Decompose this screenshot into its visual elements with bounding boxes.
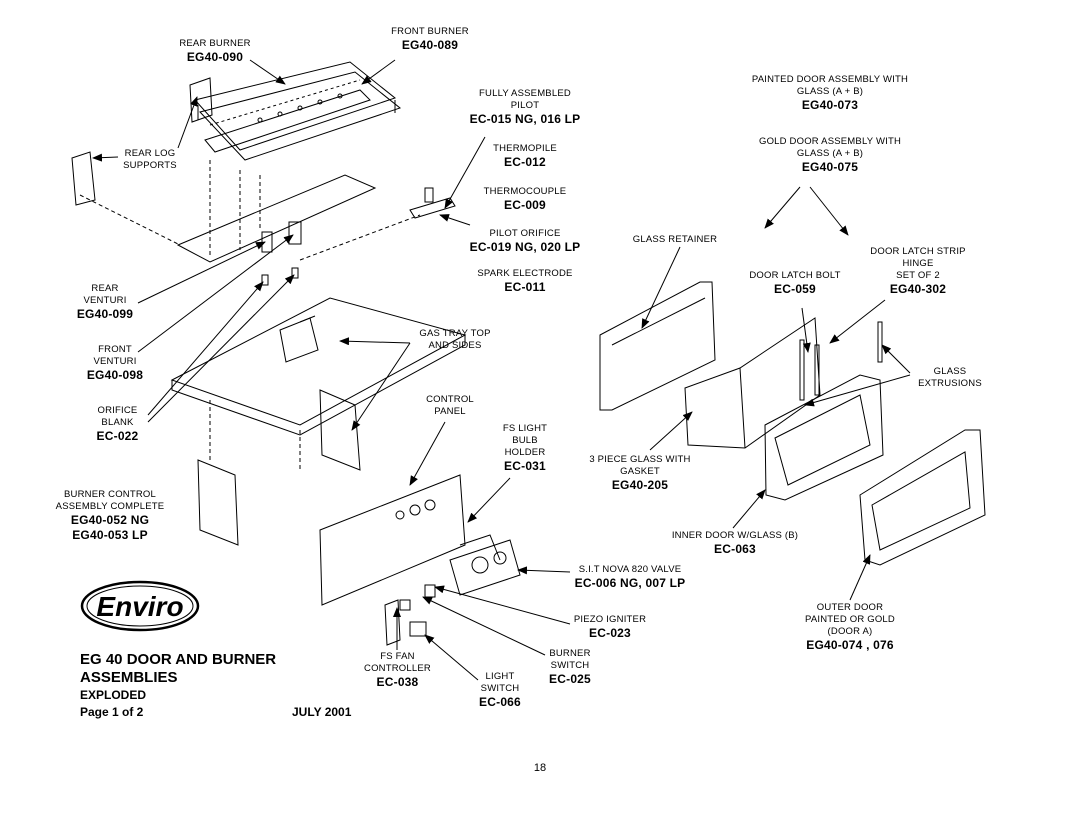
label-door-latch-bolt: DOOR LATCH BOLT EC-059: [749, 270, 841, 296]
switch-parts: [384, 584, 436, 646]
label-control-panel: CONTROL PANEL: [426, 394, 474, 417]
label-thermopile: THERMOPILE EC-012: [493, 143, 557, 169]
label-spark-electrode: SPARK ELECTRODE EC-011: [477, 268, 573, 294]
label-rear-venturi: REAR VENTURI EG40-099: [76, 283, 134, 321]
label-burner-control: BURNER CONTROL ASSEMBLY COMPLETE EG40-05…: [55, 489, 165, 542]
label-glass-extrusions: GLASS EXTRUSIONS: [918, 366, 982, 389]
label-front-burner: FRONT BURNER EG40-089: [391, 26, 469, 52]
burner-assembly: [189, 61, 402, 161]
burner-tray: [79, 160, 377, 263]
glass-retainer: [599, 281, 716, 411]
label-glass-retainer: GLASS RETAINER: [632, 234, 718, 245]
outer-door: [859, 429, 986, 566]
title-line-2: ASSEMBLIES: [80, 669, 178, 686]
label-door-latch-strip: DOOR LATCH STRIP HINGE SET OF 2 EG40-302: [870, 246, 966, 296]
svg-text:Enviro: Enviro: [96, 591, 183, 622]
valve-assembly: [449, 534, 521, 596]
page-indicator: Page 1 of 2: [80, 705, 144, 719]
rear-log-support: [71, 151, 96, 206]
label-rear-burner: REAR BURNER EG40-090: [179, 38, 251, 64]
pilot-assembly: [299, 187, 456, 261]
label-light-switch: LIGHT SWITCH EC-066: [479, 671, 521, 709]
label-piezo: PIEZO IGNITER EC-023: [573, 614, 647, 640]
label-rear-log-supports: REAR LOG SUPPORTS: [123, 148, 177, 171]
inner-door: [764, 374, 884, 501]
label-fs-fan: FS FAN CONTROLLER EC-038: [364, 651, 431, 689]
date-label: JULY 2001: [292, 705, 352, 719]
page-number: 18: [533, 762, 547, 774]
title-line-1: EG 40 DOOR AND BURNER: [80, 651, 277, 668]
title-line-3: EXPLODED: [80, 688, 147, 702]
label-pilot-orifice: PILOT ORIFICE EC-019 NG, 020 LP: [469, 228, 581, 254]
label-fs-light-bulb: FS LIGHT BULB HOLDER EC-031: [502, 423, 548, 473]
label-assembled-pilot: FULLY ASSEMBLED PILOT EC-015 NG, 016 LP: [469, 88, 581, 126]
label-nova-valve: S.I.T NOVA 820 VALVE EC-006 NG, 007 LP: [574, 564, 686, 590]
label-gas-tray: GAS TRAY TOP AND SIDES: [419, 328, 491, 351]
glass-panel: [684, 317, 821, 449]
label-front-venturi: FRONT VENTURI EG40-098: [86, 344, 144, 382]
label-orifice-blank: ORIFICE BLANK EC-022: [96, 405, 139, 443]
label-burner-switch: BURNER SWITCH EC-025: [549, 648, 591, 686]
label-painted-door: PAINTED DOOR ASSEMBLY WITH GLASS (A + B)…: [751, 74, 909, 112]
label-gold-door: GOLD DOOR ASSEMBLY WITH GLASS (A + B) EG…: [758, 136, 902, 174]
enviro-logo: Enviro: [80, 580, 200, 632]
leader-lines: [92, 59, 911, 681]
burner-control-body: [197, 389, 466, 606]
label-inner-door: INNER DOOR W/GLASS (B) EC-063: [671, 530, 799, 556]
label-glass-gasket: 3 PIECE GLASS WITH GASKET EG40-205: [589, 454, 691, 492]
label-thermocouple: THERMOCOUPLE EC-009: [483, 186, 567, 212]
latch-strips: [799, 321, 883, 401]
label-outer-door: OUTER DOOR PAINTED OR GOLD (DOOR A) EG40…: [805, 602, 895, 652]
